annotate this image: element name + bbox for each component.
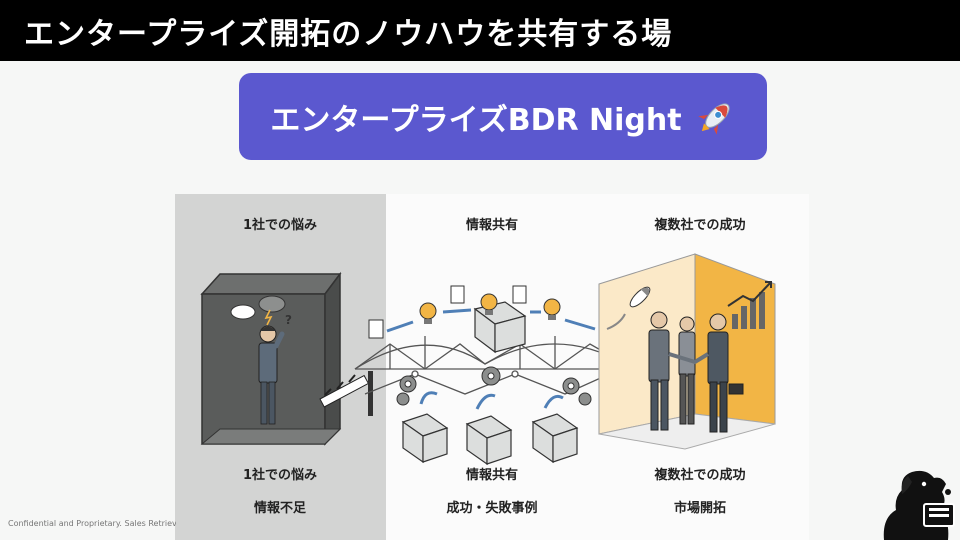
dog-mascot-logo bbox=[883, 470, 955, 540]
event-badge: エンタープライズBDR Night bbox=[239, 73, 767, 160]
event-title: エンタープライズBDR Night bbox=[270, 102, 682, 138]
top-label-sharing: 情報共有 bbox=[465, 218, 518, 233]
sub-label-info-shortage: 情報不足 bbox=[253, 501, 306, 516]
illustration-graphics: ? bbox=[200, 253, 776, 466]
growth-chart-icon bbox=[727, 281, 772, 329]
open-boxes bbox=[401, 301, 579, 466]
barrier-gate bbox=[319, 371, 373, 416]
flow-arrows bbox=[386, 308, 596, 410]
bottom-label-single: 1社での悩み bbox=[242, 468, 318, 483]
rocket-icon bbox=[697, 102, 730, 135]
header-bar: エンタープライズ開拓のノウハウを共有する場 bbox=[0, 0, 960, 61]
document-icons bbox=[368, 285, 527, 339]
business-people bbox=[648, 311, 744, 433]
bottom-label-multiple: 複数社での成功 bbox=[654, 468, 746, 483]
worried-person bbox=[258, 325, 285, 425]
page-title: エンタープライズ開拓のノウハウを共有する場 bbox=[24, 17, 673, 52]
sub-label-case-studies: 成功・失敗事例 bbox=[446, 501, 538, 516]
lightbulb-icons bbox=[419, 293, 561, 324]
top-label-single: 1社での悩み bbox=[242, 218, 318, 233]
concept-illustration: ? bbox=[175, 194, 809, 540]
confidential-footer: Confidential and Proprietary. Sales Retr… bbox=[8, 519, 176, 528]
sub-label-market-development: 市場開拓 bbox=[673, 501, 726, 516]
bottom-label-sharing: 情報共有 bbox=[465, 468, 518, 483]
storm-cloud-icon: ? bbox=[230, 295, 292, 327]
gear-icons bbox=[396, 366, 592, 406]
rocket-launch-icon bbox=[606, 286, 651, 330]
top-label-multiple: 複数社での成功 bbox=[654, 218, 746, 233]
svg-text:?: ? bbox=[285, 313, 292, 327]
